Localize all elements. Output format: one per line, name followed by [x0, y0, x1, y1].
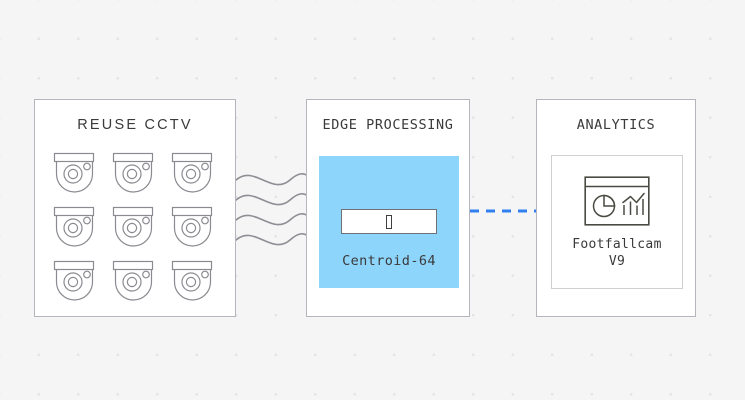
panel-analytics[interactable]: ANALYTICS Footfallcam V9 [536, 99, 696, 317]
cctv-dome-camera-icon[interactable] [52, 151, 102, 195]
panel-title-analytics: ANALYTICS [576, 117, 656, 133]
analytics-dashboard-icon [584, 176, 650, 226]
cctv-dome-camera-icon[interactable] [111, 151, 161, 195]
wavy-connector-line-4 [235, 233, 309, 246]
cctv-dome-camera-icon[interactable] [170, 259, 220, 303]
wavy-connector-line-2 [235, 193, 309, 206]
panel-reuse-cctv[interactable]: REUSE CCTV [34, 99, 236, 317]
panel-title-reuse-cctv: REUSE CCTV [77, 117, 193, 133]
cctv-dome-camera-icon[interactable] [170, 205, 220, 249]
edge-device-box[interactable] [341, 209, 437, 234]
panel-edge-processing[interactable]: EDGE PROCESSING Centroid-64 [306, 99, 470, 317]
camera-grid [47, 151, 225, 313]
analytics-product-card[interactable]: Footfallcam V9 [551, 155, 683, 289]
wavy-connector-line-3 [235, 213, 309, 226]
cctv-dome-camera-icon[interactable] [52, 259, 102, 303]
cctv-dome-camera-icon[interactable] [52, 205, 102, 249]
processor-chip-icon [386, 214, 392, 229]
edge-device-label: Centroid-64 [342, 253, 436, 269]
analytics-product-label: Footfallcam V9 [572, 237, 662, 269]
wavy-connector-line-1 [235, 173, 309, 186]
edge-processing-fill: Centroid-64 [319, 156, 459, 288]
cctv-dome-camera-icon[interactable] [170, 151, 220, 195]
wavy-connector-group [235, 173, 309, 246]
cctv-dome-camera-icon[interactable] [111, 259, 161, 303]
cctv-dome-camera-icon[interactable] [111, 205, 161, 249]
panel-title-edge-processing: EDGE PROCESSING [322, 117, 454, 133]
